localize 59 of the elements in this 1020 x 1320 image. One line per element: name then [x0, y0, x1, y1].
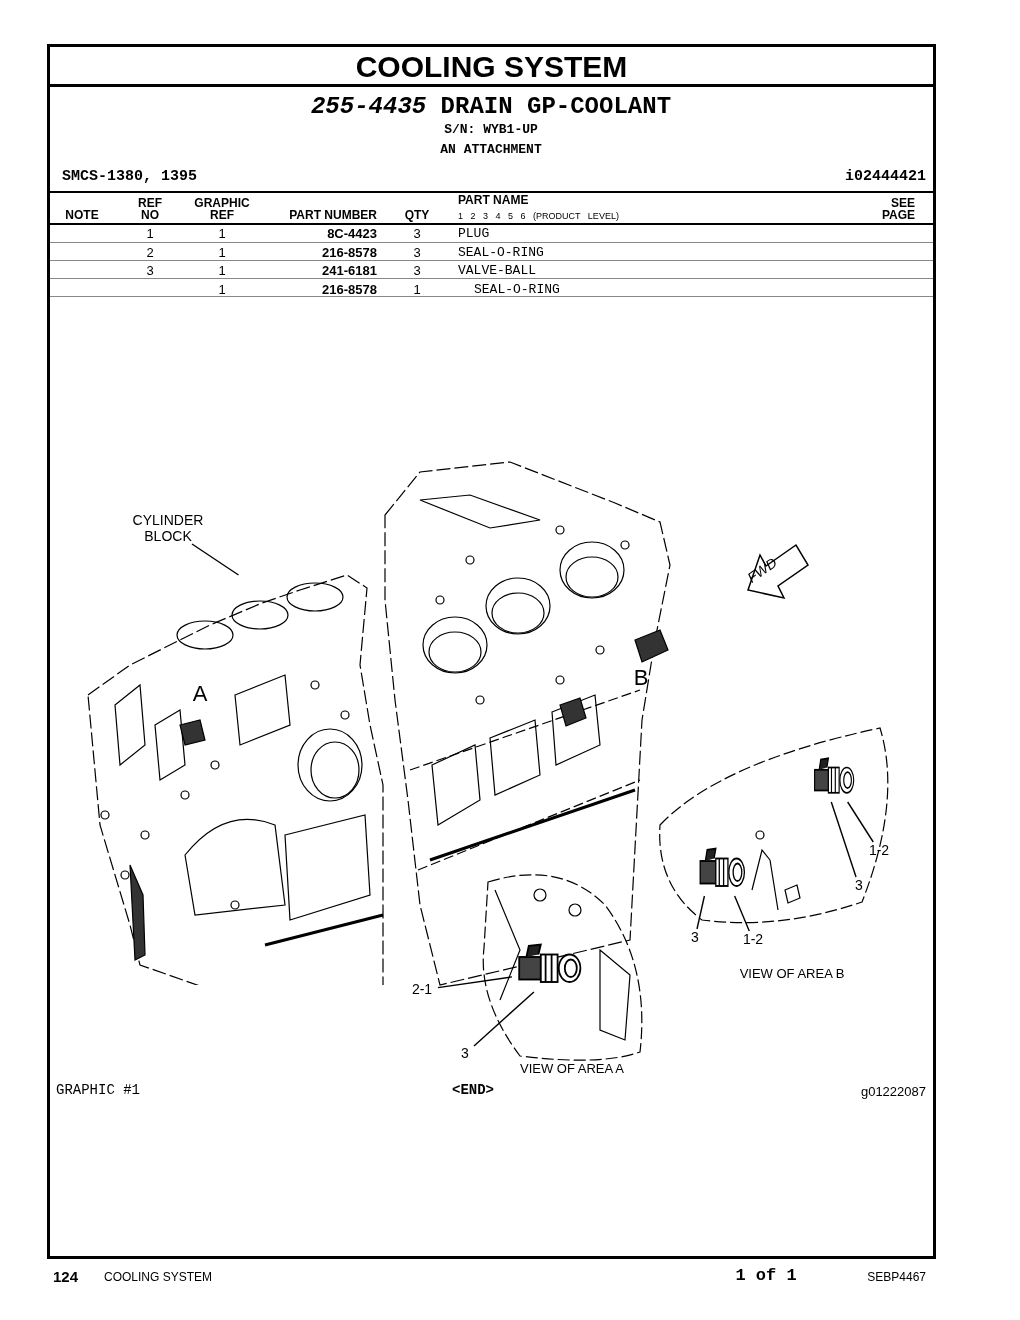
callout-label: 2-1 — [406, 981, 438, 999]
leader-line — [473, 991, 535, 1047]
document-number: SEBP4467 — [866, 1270, 926, 1285]
page-number: 124 — [53, 1268, 80, 1286]
table-cell-text: 1 — [217, 226, 227, 242]
table-cell-text: 2 — [145, 245, 155, 261]
leader-line — [191, 543, 240, 576]
column-header: PART NUMBER — [288, 209, 377, 221]
part-name: SEAL-O-RING — [458, 245, 545, 261]
leader-line — [733, 895, 750, 932]
page-title: COOLING SYSTEM — [354, 50, 629, 84]
graphic-number: GRAPHIC #1 — [56, 1082, 141, 1098]
callout-label: 3 — [456, 1045, 474, 1063]
table-cell-text: 3 — [412, 226, 422, 242]
part-name: SEAL-O-RING — [474, 282, 561, 298]
callout-label: 3 — [686, 929, 704, 947]
table-cell-text: 1 — [145, 226, 155, 242]
part-number: 241-6181 — [321, 263, 377, 279]
view-caption: VIEW OF AREA B — [738, 966, 846, 981]
column-header: QTY — [403, 209, 431, 221]
serial-number-text: S/N: WYB1-UP — [443, 122, 539, 138]
page-count: 1 of 1 — [734, 1266, 798, 1286]
subtitle-text: AN ATTACHMENT — [439, 142, 543, 158]
leader-line — [846, 801, 874, 843]
area-letter: A — [191, 682, 209, 706]
part-name: VALVE-BALL — [458, 263, 537, 279]
table-cell-text: 1 — [217, 245, 227, 261]
graphic-id: g01222087 — [859, 1084, 926, 1099]
section-name: COOLING SYSTEM — [104, 1270, 214, 1285]
callout-label: 1-2 — [864, 842, 894, 860]
callout-label: CYLINDER BLOCK — [126, 512, 210, 544]
column-header: SEE PAGE — [880, 197, 915, 221]
callout-label: 1-2 — [738, 931, 768, 949]
illustration-id: i02444421 — [844, 168, 926, 186]
view-caption: VIEW OF AREA A — [518, 1061, 625, 1076]
column-header: NOTE — [64, 209, 100, 221]
leader-line — [437, 976, 513, 989]
callout-label: 3 — [850, 877, 868, 895]
column-header: PART NAME — [458, 194, 530, 206]
leader-line — [696, 895, 706, 930]
area-letter: B — [632, 666, 650, 690]
cylinder-block-drawing — [85, 575, 385, 985]
part-number: 216-8578 — [321, 245, 377, 261]
table-cell-text: 3 — [412, 263, 422, 279]
column-subheader: 1 2 3 4 5 6 (PRODUCT LEVEL) — [458, 211, 620, 221]
part-group-heading: 255-4435 DRAIN GP-COOLANT — [309, 93, 673, 121]
end-marker: <END> — [451, 1082, 495, 1098]
table-cell-text: 3 — [145, 263, 155, 279]
table-cell-text: 3 — [412, 245, 422, 261]
column-header: REF NO — [137, 197, 163, 221]
part-number: 8C-4423 — [326, 226, 377, 242]
part-name: PLUG — [458, 226, 491, 242]
part-number: 216-8578 — [321, 282, 377, 298]
smcs-code: SMCS-1380, 1395 — [62, 168, 199, 186]
leader-line — [830, 801, 857, 878]
table-cell-text: 1 — [412, 282, 422, 298]
table-cell-text: 1 — [217, 263, 227, 279]
table-cell-text: 1 — [217, 282, 227, 298]
column-header: GRAPHIC REF — [193, 197, 251, 221]
